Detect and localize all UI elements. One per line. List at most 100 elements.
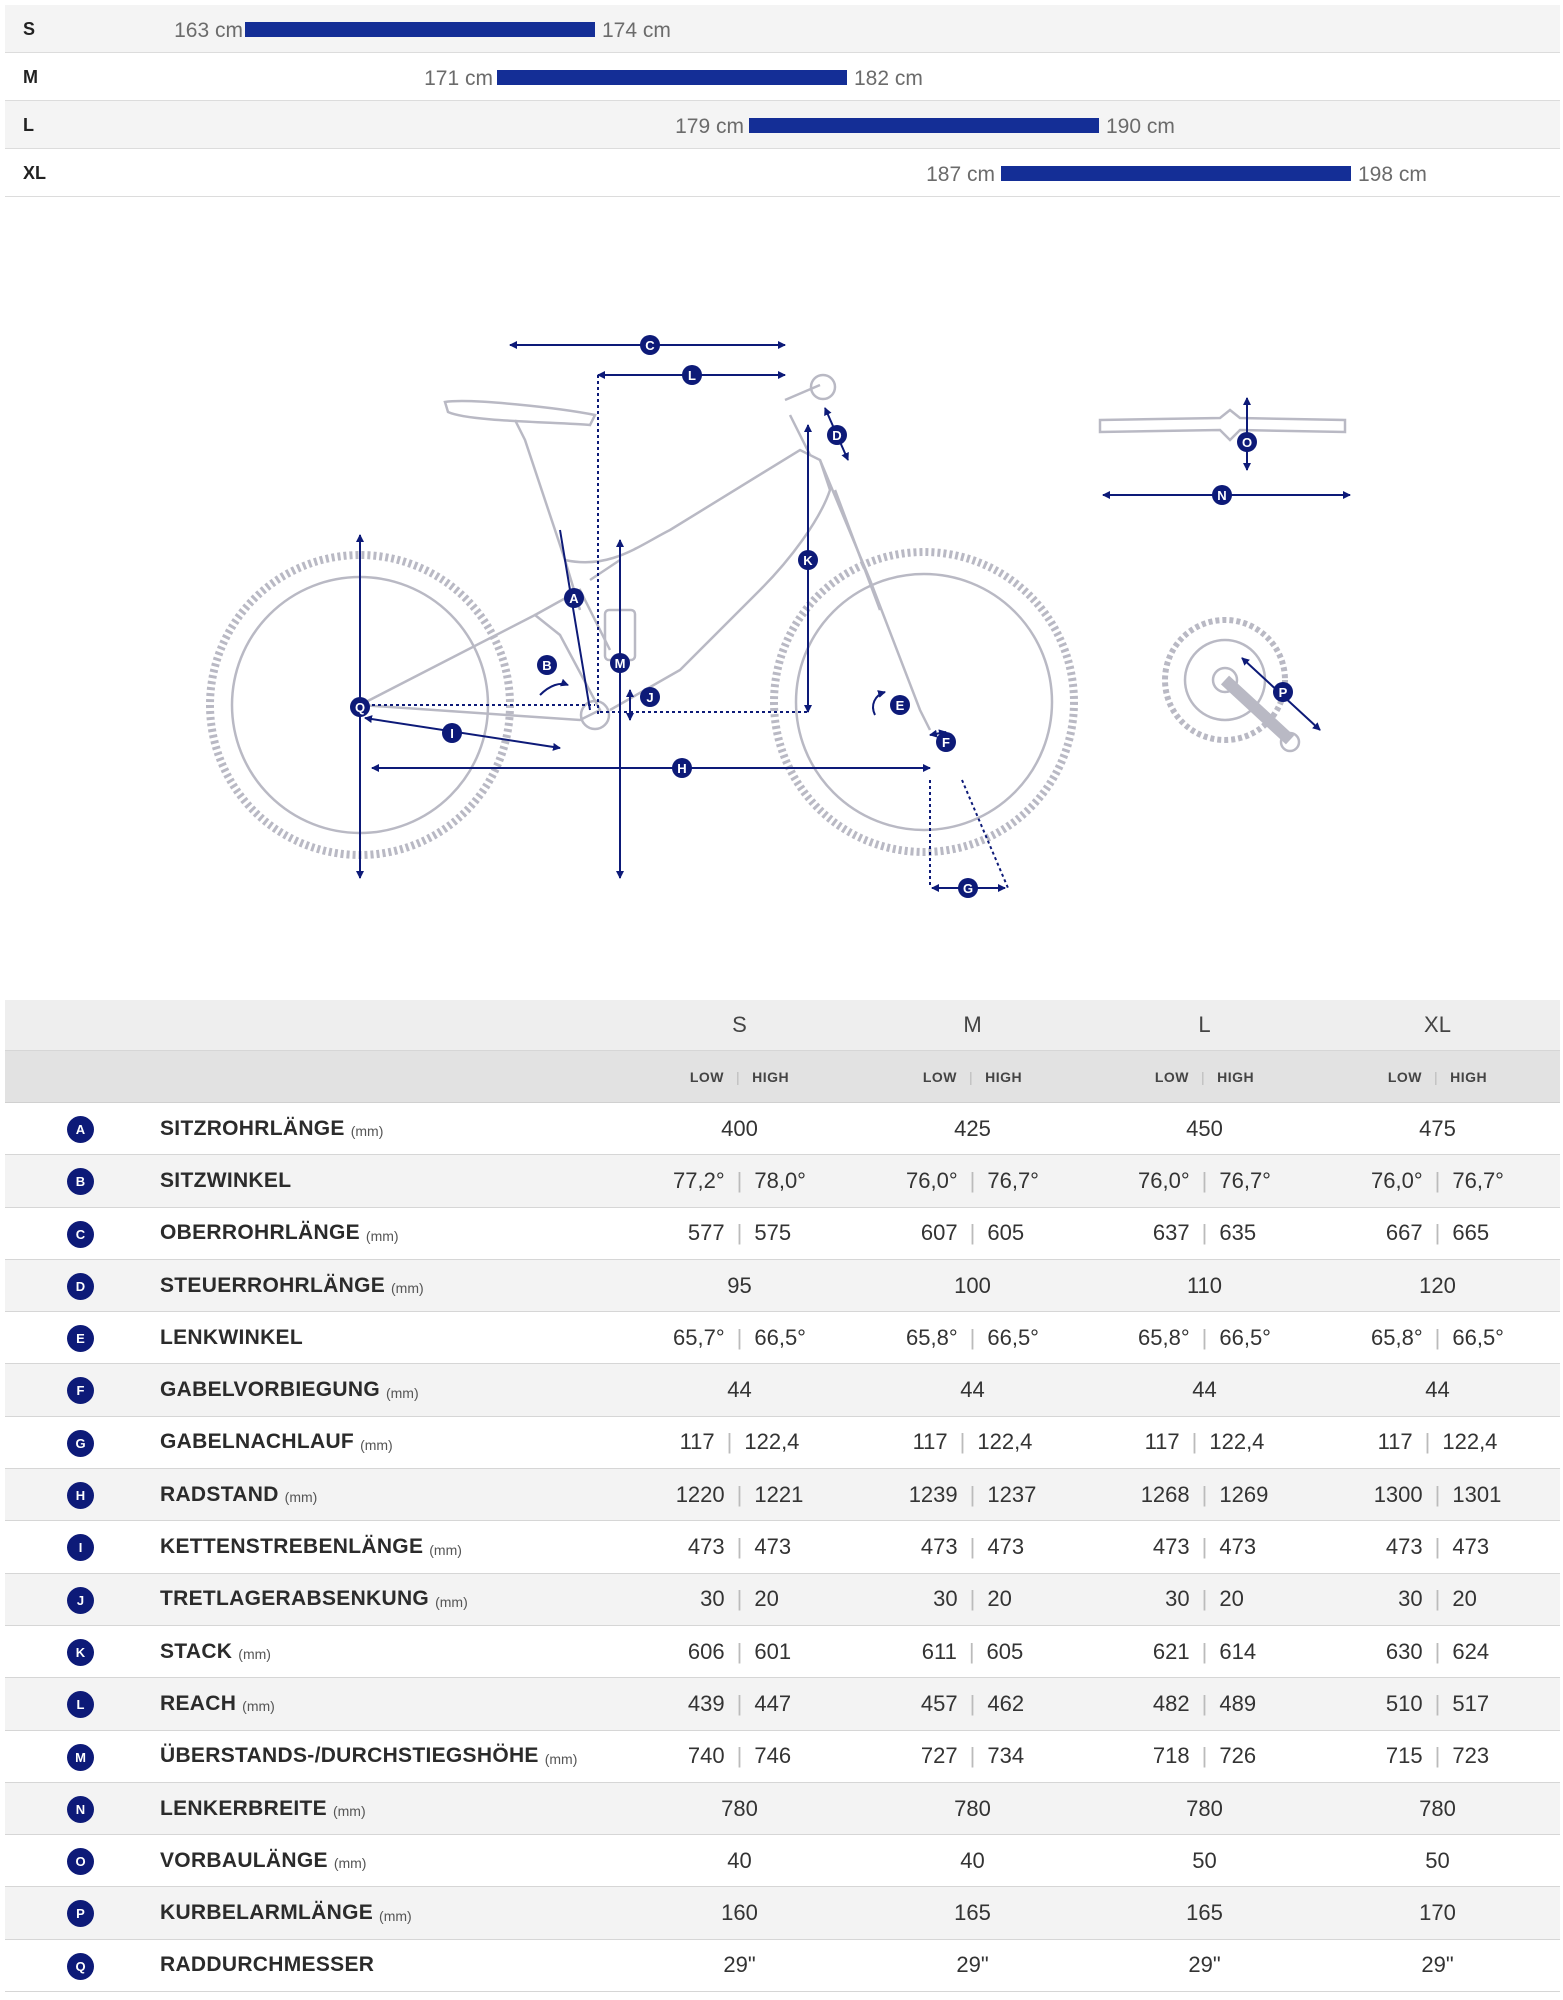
value: 44	[1192, 1377, 1217, 1403]
value: 120	[1419, 1272, 1456, 1298]
measure-title: GABELVORBIEGUNG	[160, 1378, 380, 1402]
value-low-high: 439|447	[687, 1690, 792, 1716]
value-low-high: 76,0°|76,7°	[906, 1167, 1039, 1193]
measure-title: KETTENSTREBENLÄNGE	[160, 1535, 424, 1559]
value: 29"	[1421, 1952, 1454, 1978]
value-low-high: 30|20	[1398, 1586, 1477, 1612]
value: 44	[727, 1377, 752, 1403]
size-range-bar	[1001, 166, 1351, 181]
measure-unit: (mm)	[332, 1803, 366, 1819]
value-low-high: 718|726	[1152, 1743, 1257, 1769]
value-low-high: 30|20	[700, 1586, 779, 1612]
value-low-high: 1220|1221	[675, 1481, 804, 1507]
value-low-high: 65,8°|66,5°	[1138, 1324, 1271, 1350]
size-label: M	[23, 67, 38, 87]
value: 160	[721, 1900, 758, 1926]
measure-unit: (mm)	[391, 1280, 424, 1297]
marker-p: P	[1273, 682, 1293, 702]
value-low-high: 667|665	[1385, 1220, 1490, 1246]
value-low-high: 607|605	[920, 1220, 1025, 1246]
measure-letter-badge: I	[67, 1534, 94, 1562]
measure-name: STEUERROHRLÄNGE (mm)	[160, 1260, 424, 1311]
measure-name: SITZROHRLÄNGE(mm)	[160, 1103, 383, 1154]
measure-name: SITZWINKEL	[160, 1155, 297, 1206]
size-label: XL	[23, 163, 47, 183]
value-low-high: 77,2°|78,0°	[673, 1167, 806, 1193]
size-row: M 171 cm 182 cm	[5, 53, 1560, 101]
size-max-height: 190 cm	[1106, 115, 1175, 138]
marker-c: C	[640, 335, 660, 355]
value-low-high: 65,7°|66,5°	[673, 1324, 806, 1350]
measure-unit: (mm)	[365, 1227, 399, 1244]
measure-name: LENKERBREITE(mm)	[160, 1783, 366, 1834]
value-low-high: 1268|1269	[1140, 1481, 1269, 1507]
marker-a: A	[564, 588, 584, 608]
svg-text:M: M	[615, 656, 626, 671]
measure-unit: (mm)	[360, 1436, 393, 1453]
measure-lines	[356, 341, 1351, 892]
value: 475	[1419, 1115, 1456, 1141]
value-low-high: 30|20	[933, 1586, 1012, 1612]
measure-unit: (mm)	[333, 1855, 367, 1872]
marker-o: O	[1237, 432, 1257, 452]
measure-title: REACH	[160, 1691, 237, 1715]
measure-name: TRETLAGERABSENKUNG(mm)	[160, 1574, 468, 1625]
svg-text:I: I	[450, 726, 454, 741]
measure-title: LENKWINKEL	[160, 1325, 303, 1349]
size-max-height: 174 cm	[602, 19, 671, 42]
measure-title: KURBELARMLÄNGE	[160, 1901, 374, 1925]
measure-letter-badge: D	[67, 1272, 94, 1300]
measure-unit: (mm)	[544, 1750, 578, 1767]
measure-name: GABELNACHLAUF (mm)	[160, 1417, 393, 1468]
measure-name: RADSTAND(mm)	[160, 1469, 317, 1520]
value: 95	[727, 1272, 752, 1298]
value-low-high: 727|734	[920, 1743, 1025, 1769]
measure-letter-badge: N	[67, 1795, 94, 1823]
measure-title: RADSTAND	[160, 1482, 279, 1506]
svg-text:H: H	[677, 761, 686, 776]
marker-b: B	[537, 655, 557, 675]
measure-title: VORBAULÄNGE	[160, 1848, 328, 1872]
value-low-high: 117|122,4	[912, 1429, 1033, 1455]
svg-text:F: F	[942, 735, 950, 750]
measure-title: STEUERROHRLÄNGE	[160, 1273, 386, 1297]
value: 780	[1419, 1795, 1456, 1821]
value-low-high: 611|605	[921, 1638, 1024, 1664]
value: 165	[1186, 1900, 1223, 1926]
svg-text:N: N	[1217, 488, 1226, 503]
size-min-height: 179 cm	[675, 115, 744, 138]
size-range-bar	[245, 22, 595, 37]
size-max-height: 182 cm	[854, 67, 923, 90]
svg-text:K: K	[803, 553, 813, 568]
value-low-high: 30|20	[1165, 1586, 1244, 1612]
measure-title: GABELNACHLAUF	[160, 1430, 355, 1454]
measure-letter-badge: F	[67, 1377, 94, 1405]
measure-name: STACK(mm)	[160, 1626, 271, 1677]
measure-title: ÜBERSTANDS-/DURCHSTIEGSHÖHE	[160, 1744, 539, 1768]
value-low-high: 606|601	[687, 1638, 792, 1664]
value: 170	[1419, 1900, 1456, 1926]
table-low-high-header: LOW|HIGH LOW|HIGH LOW|HIGH LOW|HIGH	[5, 1051, 1560, 1103]
measure-unit: (mm)	[238, 1646, 271, 1663]
value-low-high: 740|746	[687, 1743, 792, 1769]
geometry-table: S M L XL LOW|HIGH LOW|HIGH LOW|HIGH LOW|…	[5, 1000, 1560, 1993]
marker-m: M	[610, 653, 630, 673]
value-low-high: 637|635	[1152, 1220, 1257, 1246]
measure-name: LENKWINKEL	[160, 1312, 309, 1363]
measure-name: ÜBERSTANDS-/DURCHSTIEGSHÖHE (mm)	[160, 1731, 577, 1782]
value-low-high: 457|462	[920, 1690, 1025, 1716]
value-low-high: 473|473	[1385, 1534, 1490, 1560]
value-low-high: 117|122,4	[1144, 1429, 1265, 1455]
size-column-header: L	[1198, 1012, 1211, 1037]
measure-letter-badge: A	[67, 1116, 94, 1143]
svg-text:B: B	[542, 658, 551, 673]
svg-text:C: C	[645, 338, 655, 353]
